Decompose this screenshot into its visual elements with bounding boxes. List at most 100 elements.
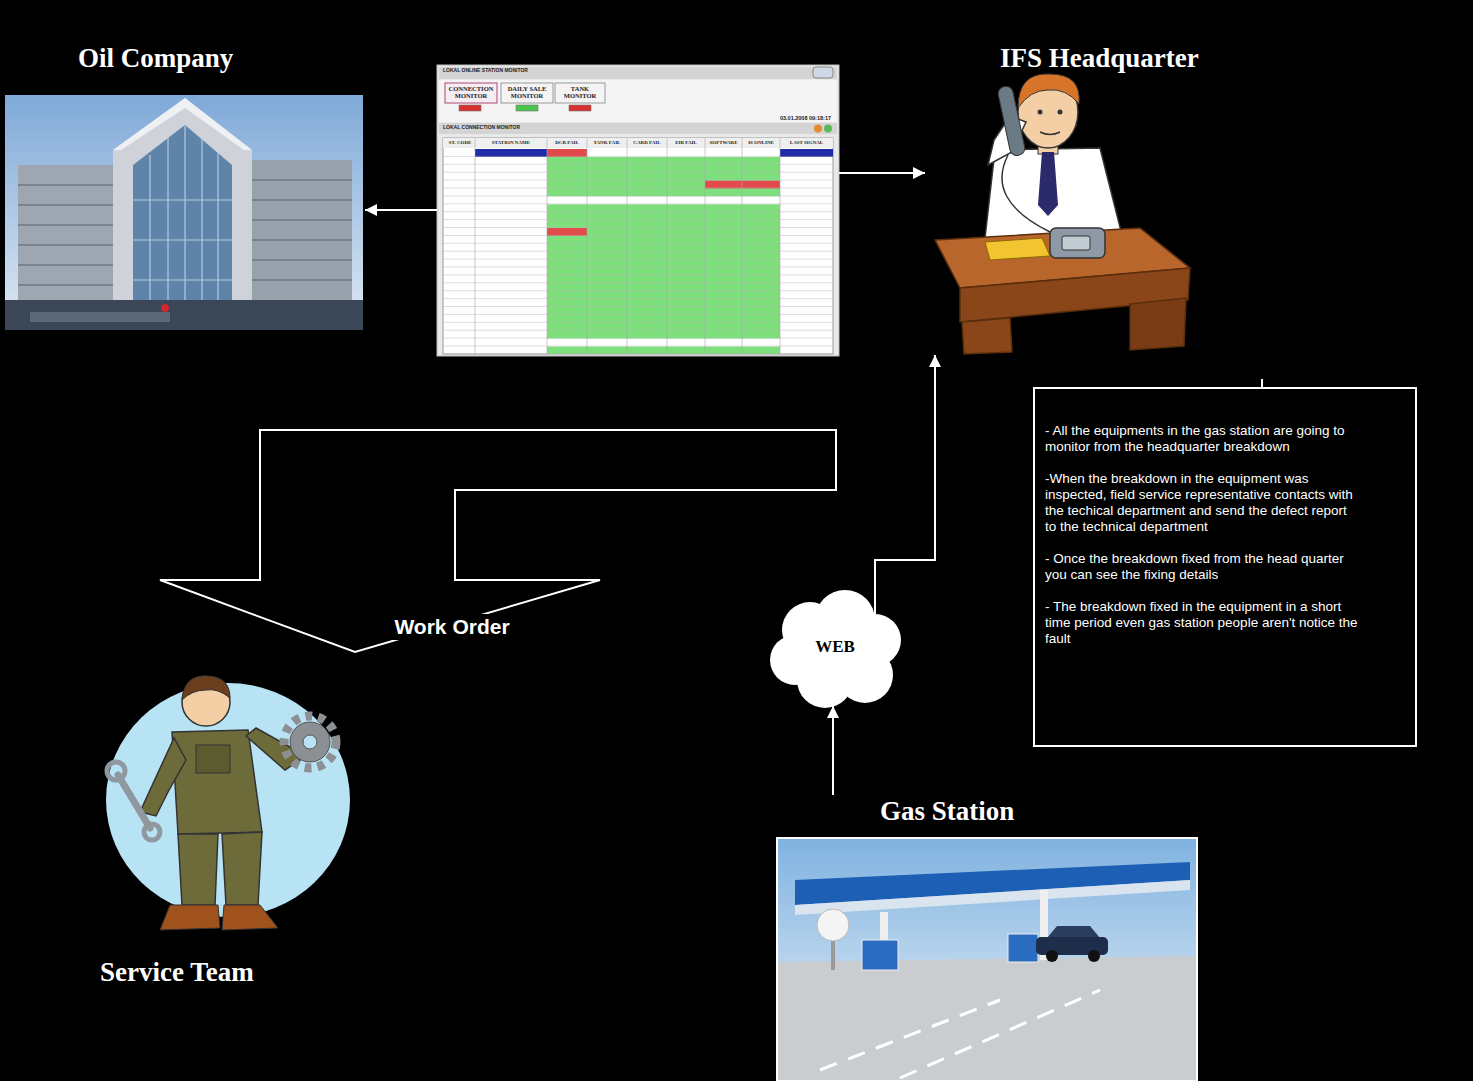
monitor-screenshot-art-part bbox=[814, 125, 822, 133]
monitor-screenshot-art-part bbox=[475, 138, 780, 354]
monitor-screenshot-art-part bbox=[439, 67, 837, 79]
web-cloud: WEB bbox=[765, 585, 908, 710]
monitor-screenshot-art-part bbox=[824, 125, 832, 133]
building-photo-part bbox=[30, 312, 170, 322]
note-text: -When the breakdown in the equipment was… bbox=[1045, 471, 1359, 535]
gas-station-photo-part bbox=[795, 880, 1190, 915]
edge-label: Work Order bbox=[390, 614, 513, 639]
screen-label: DCR FAIL bbox=[548, 140, 586, 146]
gas-station-node: Gas Station bbox=[775, 795, 1199, 1081]
screen-label: LOKAL ONLINE STATION MONITOR bbox=[443, 68, 528, 74]
headquarter-illustration-part bbox=[997, 85, 1026, 157]
headquarter-illustration-part bbox=[985, 148, 1122, 238]
note-text: - The breakdown fixed in the equipment i… bbox=[1045, 599, 1359, 647]
gas-station-photo-part bbox=[777, 838, 1197, 1081]
monitor-screenshot-art-part bbox=[569, 105, 591, 111]
headquarter-illustration-part bbox=[1130, 298, 1186, 350]
headquarter-illustration-part bbox=[1062, 236, 1090, 250]
service-worker-illustration-part bbox=[182, 676, 230, 700]
monitor-screenshot-art bbox=[437, 65, 839, 356]
headquarter-illustration-part bbox=[1040, 132, 1060, 135]
service-worker-illustration-part bbox=[222, 832, 262, 905]
gas-station-photo-part bbox=[820, 990, 1100, 1078]
monitor-screen: LOKAL ONLINE STATION MONITOR CONNECTION M… bbox=[437, 65, 839, 356]
gas-station-photo-part bbox=[1047, 926, 1100, 938]
screen-label: LAST SIGNAL bbox=[781, 140, 832, 146]
service-worker-illustration-part bbox=[160, 905, 220, 930]
headquarter-illustration-part bbox=[1038, 110, 1043, 115]
service-worker-illustration-part bbox=[118, 775, 150, 828]
headquarter-illustration-part bbox=[1018, 74, 1079, 108]
headquarter-illustration-part bbox=[1050, 228, 1105, 258]
note-box: - All the equipments in the gas station … bbox=[1033, 387, 1417, 747]
service-worker-illustration-part bbox=[172, 730, 262, 834]
building-photo-part bbox=[113, 98, 252, 150]
service-worker-illustration-part bbox=[144, 824, 160, 840]
node-title: Oil Company bbox=[78, 44, 233, 74]
monitor-screenshot-art-part bbox=[439, 123, 837, 134]
service-worker-illustration-part bbox=[284, 716, 336, 768]
screen-label: LOKAL CONNECTION MONITOR bbox=[443, 125, 520, 131]
building-photo-part bbox=[5, 300, 363, 330]
gas-station-photo-part bbox=[831, 938, 835, 970]
gas-station-photo-part bbox=[817, 909, 849, 941]
service-worker-illustration-part bbox=[303, 735, 317, 749]
screen-label: CONNECTION MONITOR bbox=[445, 85, 497, 100]
screen-label: TANK FAIL bbox=[588, 140, 626, 146]
monitor-screenshot-art-part bbox=[439, 114, 837, 122]
building-photo-part bbox=[133, 126, 232, 330]
monitor-screenshot-art-part bbox=[443, 149, 833, 354]
flow-arrow bbox=[365, 209, 437, 211]
service-team-node: Service Team bbox=[90, 660, 360, 991]
block-arrow bbox=[160, 430, 836, 652]
monitor-screenshot-art-part bbox=[437, 65, 839, 356]
node-title: Gas Station bbox=[880, 797, 1014, 827]
screen-label: IS ONLINE bbox=[743, 140, 779, 146]
building-photo-part bbox=[161, 304, 169, 312]
monitor-screenshot-art-part bbox=[445, 83, 497, 103]
monitor-screenshot-art-part bbox=[516, 105, 538, 111]
headquarter-illustration bbox=[935, 74, 1190, 354]
service-worker-illustration-part bbox=[290, 722, 330, 762]
cloud-label: WEB bbox=[765, 637, 905, 657]
gas-station-photo-part bbox=[1088, 950, 1100, 962]
building-photo-part bbox=[5, 95, 363, 330]
monitor-screenshot-art-part bbox=[459, 105, 481, 111]
note-text: - All the equipments in the gas station … bbox=[1045, 423, 1359, 455]
headquarter-illustration-part bbox=[985, 238, 1050, 260]
screen-label: 03.01.2008 09:18:17 bbox=[731, 115, 831, 121]
headquarter-node: IFS Headquarter bbox=[925, 30, 1205, 355]
flow-arrow bbox=[839, 172, 925, 174]
monitor-screenshot-art-part bbox=[443, 138, 833, 148]
gas-station-photo bbox=[777, 838, 1197, 1081]
monitor-screenshot-art-part bbox=[443, 138, 833, 354]
service-worker-illustration-part bbox=[106, 683, 350, 917]
service-worker-illustration-part bbox=[178, 834, 218, 905]
headquarter-illustration-part bbox=[1038, 152, 1058, 216]
service-worker-illustration-part bbox=[107, 762, 125, 780]
building-photo-part bbox=[113, 98, 252, 330]
headquarter-illustration-part bbox=[1002, 155, 1050, 232]
gas-station-photo-part bbox=[862, 940, 898, 970]
screen-label: STATION NAME bbox=[476, 140, 546, 146]
headquarter-illustration-part bbox=[962, 318, 1012, 354]
screen-label: TANK MONITOR bbox=[555, 85, 605, 100]
screen-label: ST. CODE bbox=[446, 140, 474, 146]
company-node: Oil Company bbox=[5, 40, 365, 332]
note-text: - Once the breakdown fixed from the head… bbox=[1045, 551, 1359, 583]
service-worker-illustration bbox=[106, 676, 350, 930]
monitor-screenshot-art-part bbox=[813, 67, 833, 78]
screen-label: DAILY SALE MONITOR bbox=[501, 85, 553, 100]
screen-label: SOFTWARE bbox=[706, 140, 741, 146]
screen-label: EIR FAIL bbox=[668, 140, 704, 146]
gas-station-photo-part bbox=[1008, 934, 1038, 962]
service-worker-illustration-part bbox=[140, 738, 186, 816]
building-photo-part bbox=[133, 125, 232, 330]
service-worker-illustration-part bbox=[222, 905, 278, 930]
flow-arrow bbox=[832, 706, 834, 795]
monitor-screenshot-art-part bbox=[555, 83, 605, 103]
